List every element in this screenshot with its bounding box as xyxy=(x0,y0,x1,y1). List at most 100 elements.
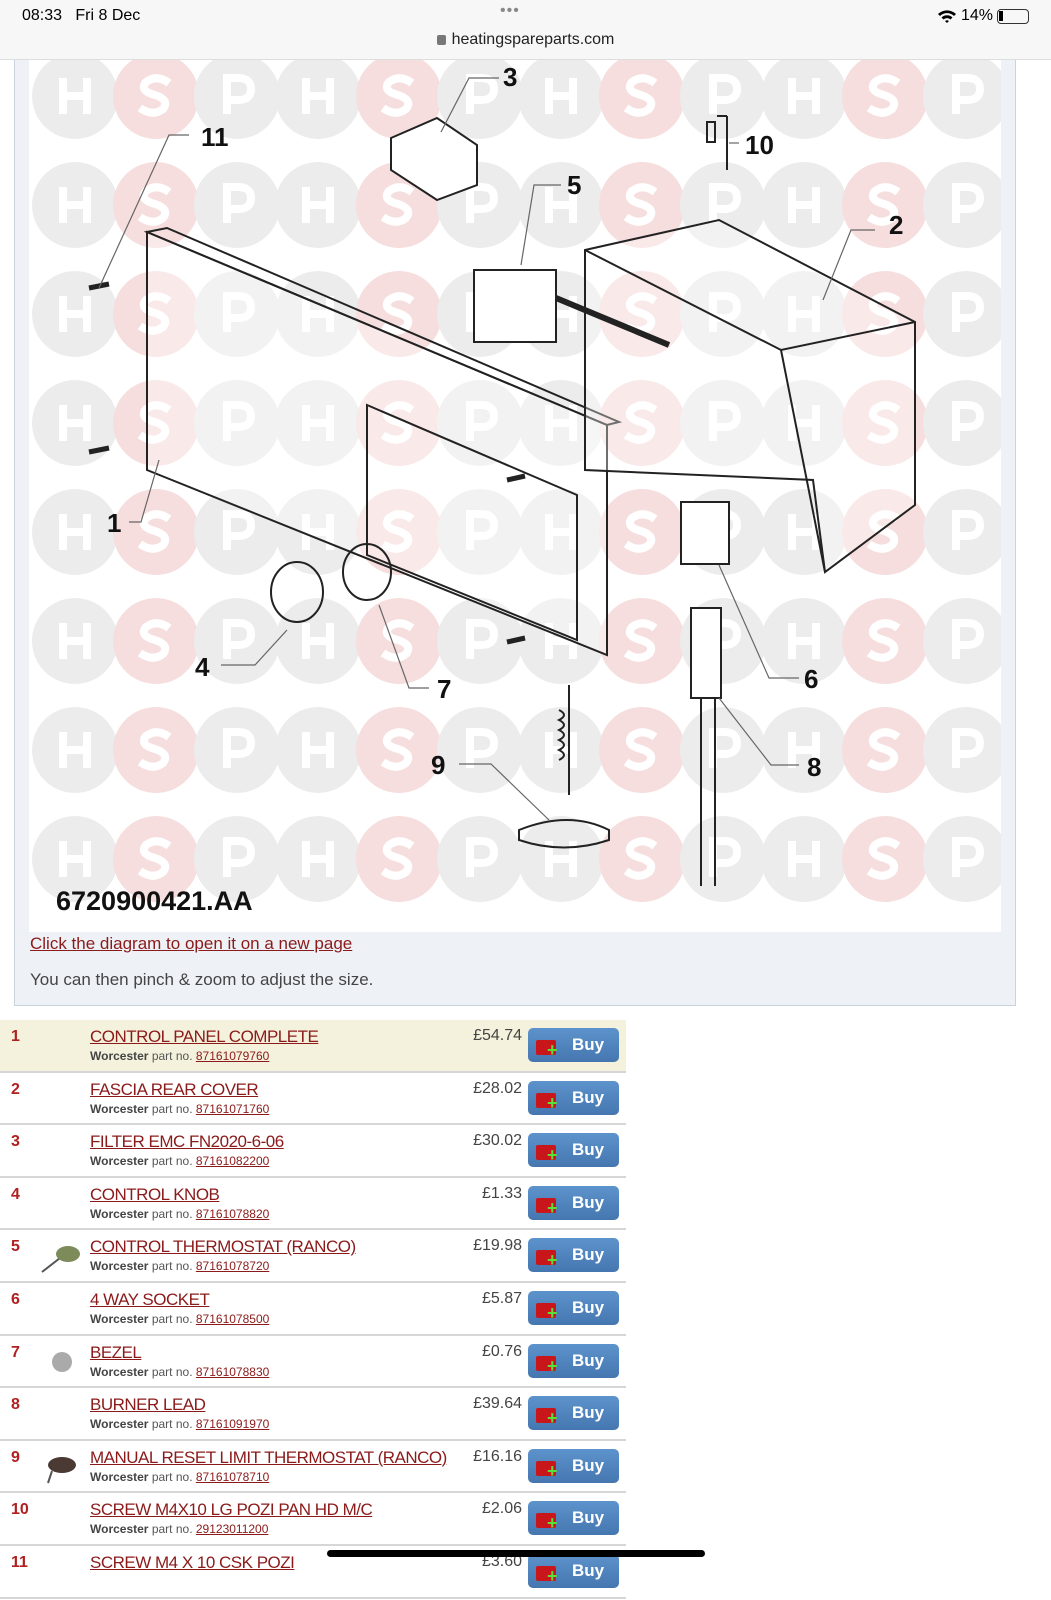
buy-button[interactable]: +Buy xyxy=(528,1028,619,1062)
buy-button[interactable]: +Buy xyxy=(528,1396,619,1431)
part-name-link[interactable]: SCREW M4X10 LG POZI PAN HD M/C xyxy=(90,1500,373,1520)
callout-7: 7 xyxy=(437,674,451,704)
part-no-link[interactable]: 87161071760 xyxy=(195,1101,270,1116)
part-name-link[interactable]: BURNER LEAD xyxy=(90,1395,206,1415)
part-name-link[interactable]: CONTROL PANEL COMPLETE xyxy=(90,1027,319,1046)
part-price: £3.60 xyxy=(481,1552,522,1570)
part-number: 1 xyxy=(11,1028,20,1045)
tab-menu-dots-icon[interactable]: ••• xyxy=(500,2,520,19)
part-name-link[interactable]: CONTROL THERMOSTAT (RANCO) xyxy=(90,1237,356,1257)
part-meta: Worcester part no. 87161071760 xyxy=(90,1101,270,1116)
watermark-logo-mark xyxy=(623,183,658,226)
watermark-logo-mark xyxy=(866,401,901,444)
open-diagram-link[interactable]: Click the diagram to open it on a new pa… xyxy=(30,934,353,953)
limit-thumbnail[interactable] xyxy=(40,1449,82,1485)
basket-add-icon: + xyxy=(534,1350,562,1375)
watermark-logo-mark xyxy=(59,732,91,768)
watermark-logo-mark xyxy=(137,728,172,771)
watermark-logo-mark xyxy=(788,78,820,114)
part-name-link[interactable]: BEZEL xyxy=(90,1342,142,1362)
part-name-link[interactable]: 4 WAY SOCKET xyxy=(90,1289,210,1309)
watermark-logo-mark xyxy=(952,292,985,332)
exploded-diagram[interactable]: 1 2 3 4 5 6 7 8 9 10 11 6720900421.AA xyxy=(29,53,1009,932)
part-name-link[interactable]: MANUAL RESET LIMIT THERMOSTAT (RANCO) xyxy=(90,1447,447,1467)
buy-button[interactable]: +Buy xyxy=(528,1133,619,1168)
watermark-logo-mark xyxy=(952,619,985,659)
watermark-logo-mark xyxy=(302,623,334,659)
watermark-logo-mark xyxy=(952,728,985,768)
callout-10: 10 xyxy=(745,130,774,160)
watermark-logo-mark xyxy=(380,837,415,880)
watermark-logo-mark xyxy=(623,510,658,553)
part-no-link[interactable]: 87161079760 xyxy=(195,1049,270,1063)
lock-icon xyxy=(436,35,446,45)
bezel-thumbnail[interactable] xyxy=(40,1344,82,1380)
watermark-logo-mark xyxy=(788,187,820,223)
watermark-logo-mark xyxy=(137,619,172,662)
lead-connector xyxy=(690,607,722,699)
part-number: 11 xyxy=(11,1553,28,1571)
callout-9: 9 xyxy=(431,750,445,780)
watermark-logo-mark xyxy=(380,401,415,444)
part-name-link[interactable]: SCREW M4 X 10 CSK POZI xyxy=(90,1552,295,1572)
part-no-link[interactable]: 87161078710 xyxy=(195,1469,270,1484)
watermark-logo-mark xyxy=(380,74,415,117)
address-bar[interactable]: heatingspareparts.com xyxy=(0,31,1051,49)
part-no-link[interactable]: 87161091970 xyxy=(195,1417,270,1432)
part-row: 11 SCREW M4 X 10 CSK POZI £3.60 +Buy xyxy=(0,1546,626,1599)
home-indicator[interactable] xyxy=(327,1550,705,1557)
watermark-logo-mark xyxy=(302,732,334,768)
watermark-logo-mark xyxy=(709,74,742,114)
watermark-logo-mark xyxy=(952,74,985,114)
watermark-logo-mark xyxy=(380,292,415,335)
callout-4: 4 xyxy=(195,652,210,682)
buy-button[interactable]: +Buy xyxy=(528,1185,619,1220)
part-no-link[interactable]: 87161078720 xyxy=(195,1259,270,1274)
basket-add-icon: + xyxy=(534,1455,562,1480)
part-no-link[interactable]: 29123011200 xyxy=(195,1522,269,1537)
part-no-link[interactable]: 87161078830 xyxy=(195,1364,270,1379)
buy-button[interactable]: +Buy xyxy=(528,1501,619,1536)
part-no-link[interactable]: 87161078500 xyxy=(195,1311,270,1326)
watermark-logo-mark xyxy=(623,619,658,662)
callout-6: 6 xyxy=(804,664,818,694)
watermark-logo-mark xyxy=(302,78,334,114)
buy-button[interactable]: +Buy xyxy=(528,1553,619,1588)
part-name-link[interactable]: CONTROL KNOB xyxy=(90,1184,220,1204)
battery-icon xyxy=(997,8,1029,24)
zoom-hint: You can then pinch & zoom to adjust the … xyxy=(30,970,374,989)
watermark-logo-mark xyxy=(302,405,334,441)
part-price: £19.98 xyxy=(473,1237,522,1255)
filter-part xyxy=(390,116,478,202)
watermark-logo-mark xyxy=(380,728,415,771)
callout-2: 2 xyxy=(889,210,903,240)
basket-add-icon: + xyxy=(534,1560,562,1585)
watermark-logo-mark xyxy=(137,837,172,880)
browser-status-bar: 08:33 Fri 8 Dec ••• heatingspareparts.co… xyxy=(0,0,1051,60)
part-meta: Worcester part no. 87161079760 xyxy=(90,1049,270,1063)
buy-button[interactable]: +Buy xyxy=(528,1238,619,1273)
watermark-logo-mark xyxy=(466,510,499,550)
buy-button[interactable]: +Buy xyxy=(528,1343,619,1378)
watermark-logo-mark xyxy=(137,74,172,117)
watermark-logo-mark xyxy=(623,74,658,117)
buy-button[interactable]: +Buy xyxy=(528,1080,619,1115)
part-price: £30.02 xyxy=(473,1132,522,1150)
watermark-logo-mark xyxy=(59,78,91,114)
part-no-link[interactable]: 87161082200 xyxy=(195,1154,270,1169)
part-number: 2 xyxy=(11,1080,20,1098)
part-price: £0.76 xyxy=(481,1342,522,1360)
buy-button[interactable]: +Buy xyxy=(528,1290,619,1325)
callout-11: 11 xyxy=(201,122,229,152)
battery-percent: 14% xyxy=(960,7,993,24)
callout-8: 8 xyxy=(807,752,821,782)
watermark-logo-mark xyxy=(466,401,499,441)
part-no-link[interactable]: 87161078820 xyxy=(195,1206,270,1221)
buy-button[interactable]: +Buy xyxy=(528,1448,619,1483)
thermostat-thumbnail[interactable] xyxy=(40,1238,82,1274)
watermark-logo-mark xyxy=(952,837,985,877)
basket-add-icon: + xyxy=(534,1192,562,1217)
part-name-link[interactable]: FILTER EMC FN2020-6-06 xyxy=(90,1132,284,1152)
part-name-link[interactable]: FASCIA REAR COVER xyxy=(90,1079,259,1099)
watermark-logo-mark xyxy=(952,510,985,550)
